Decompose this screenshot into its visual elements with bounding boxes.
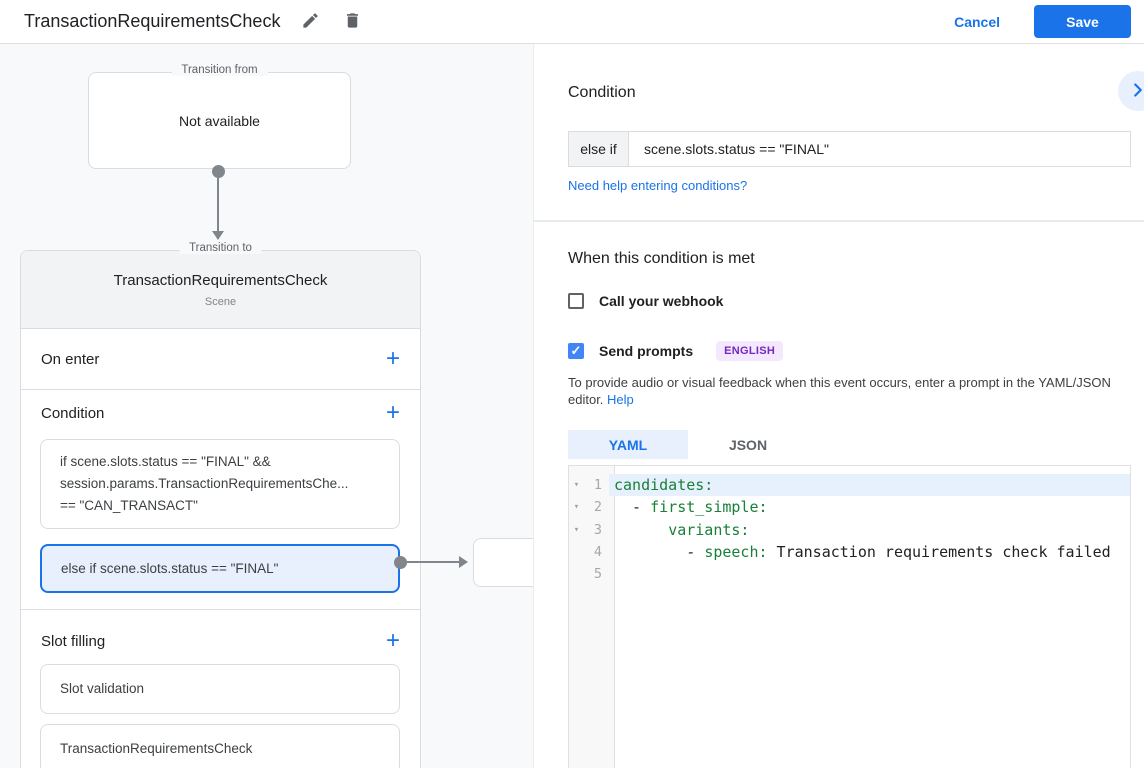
- tab-json[interactable]: JSON: [688, 430, 808, 459]
- code-line-content: candidates:: [609, 474, 1130, 497]
- editor-line[interactable]: 5: [569, 563, 1130, 585]
- code-line-content: variants:: [668, 520, 750, 539]
- fold-arrow-icon[interactable]: ▾: [573, 480, 580, 491]
- cancel-button[interactable]: Cancel: [954, 13, 1000, 30]
- call-webhook-checkbox[interactable]: [568, 293, 584, 309]
- when-condition-met-title: When this condition is met: [568, 250, 755, 267]
- slot-filling-section-label: Slot filling: [41, 632, 106, 650]
- edit-button[interactable]: [298, 10, 322, 34]
- checkmark-icon: ✓: [570, 343, 582, 358]
- editor-line[interactable]: ▾ 2 - first_simple:: [569, 496, 1130, 518]
- panel-divider: [534, 220, 1144, 222]
- editor-tabs: YAML JSON: [568, 430, 808, 459]
- condition-input-row: else if: [568, 131, 1131, 167]
- connector-arrowhead-icon: [212, 231, 224, 240]
- prompt-description: To provide audio or visual feedback when…: [568, 375, 1140, 408]
- transition-to-label: Transition to: [179, 242, 262, 254]
- condition-text-line: == "CAN_TRANSACT": [60, 498, 198, 513]
- app-header: TransactionRequirementsCheck Cancel Save: [0, 0, 1144, 44]
- collapse-panel-button[interactable]: [1118, 71, 1144, 111]
- conditions-help-link[interactable]: Need help entering conditions?: [568, 178, 748, 193]
- condition-text-line: if scene.slots.status == "FINAL" &&: [60, 454, 271, 469]
- transition-from-content: Not available: [179, 112, 260, 129]
- delete-button[interactable]: [340, 10, 364, 34]
- line-number: 1: [593, 477, 602, 494]
- connector-dot: [212, 165, 225, 178]
- condition-text-line: else if scene.slots.status == "FINAL": [61, 560, 279, 576]
- add-on-enter-button[interactable]: +: [385, 345, 400, 372]
- scene-card-header: TransactionRequirementsCheck Scene: [21, 251, 420, 329]
- save-button[interactable]: Save: [1034, 5, 1131, 38]
- slot-card-label: TransactionRequirementsCheck: [60, 741, 253, 756]
- scene-name: TransactionRequirementsCheck: [113, 271, 328, 289]
- prompt-description-text: To provide audio or visual feedback when…: [568, 375, 1111, 407]
- transition-from-label: Transition from: [171, 64, 268, 76]
- line-number: 3: [593, 521, 602, 538]
- condition-expression-input[interactable]: [629, 132, 1130, 166]
- call-webhook-label: Call your webhook: [599, 293, 724, 309]
- send-prompts-label: Send prompts: [599, 343, 694, 359]
- code-line-content: - first_simple:: [614, 498, 768, 517]
- scene-type: Scene: [204, 295, 237, 308]
- send-prompts-row: ✓ Send prompts ENGLISH: [568, 341, 784, 361]
- editor-lines: ▾ 1 candidates: ▾ 2 - first_simple: ▾ 3 varian…: [569, 474, 1130, 585]
- condition-section: Condition + if scene.slots.status == "FI…: [21, 390, 420, 610]
- page-title: TransactionRequirementsCheck: [24, 11, 281, 31]
- add-slot-button[interactable]: +: [385, 627, 400, 654]
- condition-connector-line: [401, 561, 459, 563]
- line-number: 4: [593, 544, 602, 561]
- on-enter-label: On enter: [41, 350, 100, 368]
- language-badge: ENGLISH: [716, 341, 784, 361]
- line-number: 2: [593, 499, 602, 516]
- condition-prefix: else if: [569, 132, 629, 166]
- editor-line[interactable]: ▾ 1 candidates:: [569, 474, 1130, 497]
- slot-card[interactable]: Slot validation: [40, 664, 400, 714]
- condition-detail-panel: Condition else if Need help entering con…: [533, 44, 1144, 768]
- fold-arrow-icon[interactable]: ▾: [573, 524, 580, 535]
- trash-icon: [343, 11, 362, 33]
- slot-card-label: Slot validation: [60, 681, 145, 696]
- yaml-code-editor[interactable]: ▾ 1 candidates: ▾ 2 - first_simple: ▾ 3 varian…: [568, 465, 1131, 768]
- tab-yaml[interactable]: YAML: [568, 430, 688, 459]
- condition-card[interactable]: if scene.slots.status == "FINAL" && sess…: [40, 439, 400, 529]
- editor-gutter: [569, 466, 615, 768]
- condition-header-row: Condition +: [21, 390, 420, 436]
- slot-card[interactable]: TransactionRequirementsCheck: [40, 724, 400, 768]
- condition-text-line: session.params.TransactionRequirementsCh…: [60, 476, 349, 491]
- transition-from-card: Transition from Not available: [88, 64, 351, 169]
- pencil-icon: [301, 11, 320, 33]
- line-number: 5: [593, 566, 602, 583]
- editor-line[interactable]: ▾ 3 variants:: [569, 519, 1130, 541]
- chevron-right-icon: [1127, 79, 1144, 104]
- flow-canvas: Transition from Not available Transition…: [0, 44, 533, 768]
- transition-target-card[interactable]: [473, 538, 533, 587]
- condition-section-label: Condition: [41, 404, 105, 422]
- code-line-content: - speech: Transaction requirements check…: [614, 543, 1111, 562]
- prompt-help-link[interactable]: Help: [607, 391, 634, 407]
- on-enter-row[interactable]: On enter +: [21, 329, 420, 390]
- condition-card-selected[interactable]: else if scene.slots.status == "FINAL": [40, 544, 400, 593]
- slot-filling-section: Slot filling + Slot validation Transacti…: [21, 610, 420, 768]
- editor-line[interactable]: 4 - speech: Transaction requirements che…: [569, 541, 1130, 563]
- transition-to-card[interactable]: Transition to TransactionRequirementsChe…: [20, 242, 421, 768]
- condition-connector-arrowhead-icon: [459, 556, 468, 568]
- slot-filling-header-row: Slot filling +: [21, 618, 420, 664]
- condition-connector-dot[interactable]: [394, 556, 407, 569]
- send-prompts-checkbox[interactable]: ✓: [568, 343, 584, 359]
- fold-arrow-icon[interactable]: ▾: [573, 502, 580, 513]
- add-condition-button[interactable]: +: [385, 399, 400, 426]
- webhook-row: Call your webhook: [568, 293, 723, 309]
- code-line-content: [609, 563, 1130, 585]
- panel-title: Condition: [568, 84, 636, 101]
- connector-line: [217, 172, 219, 231]
